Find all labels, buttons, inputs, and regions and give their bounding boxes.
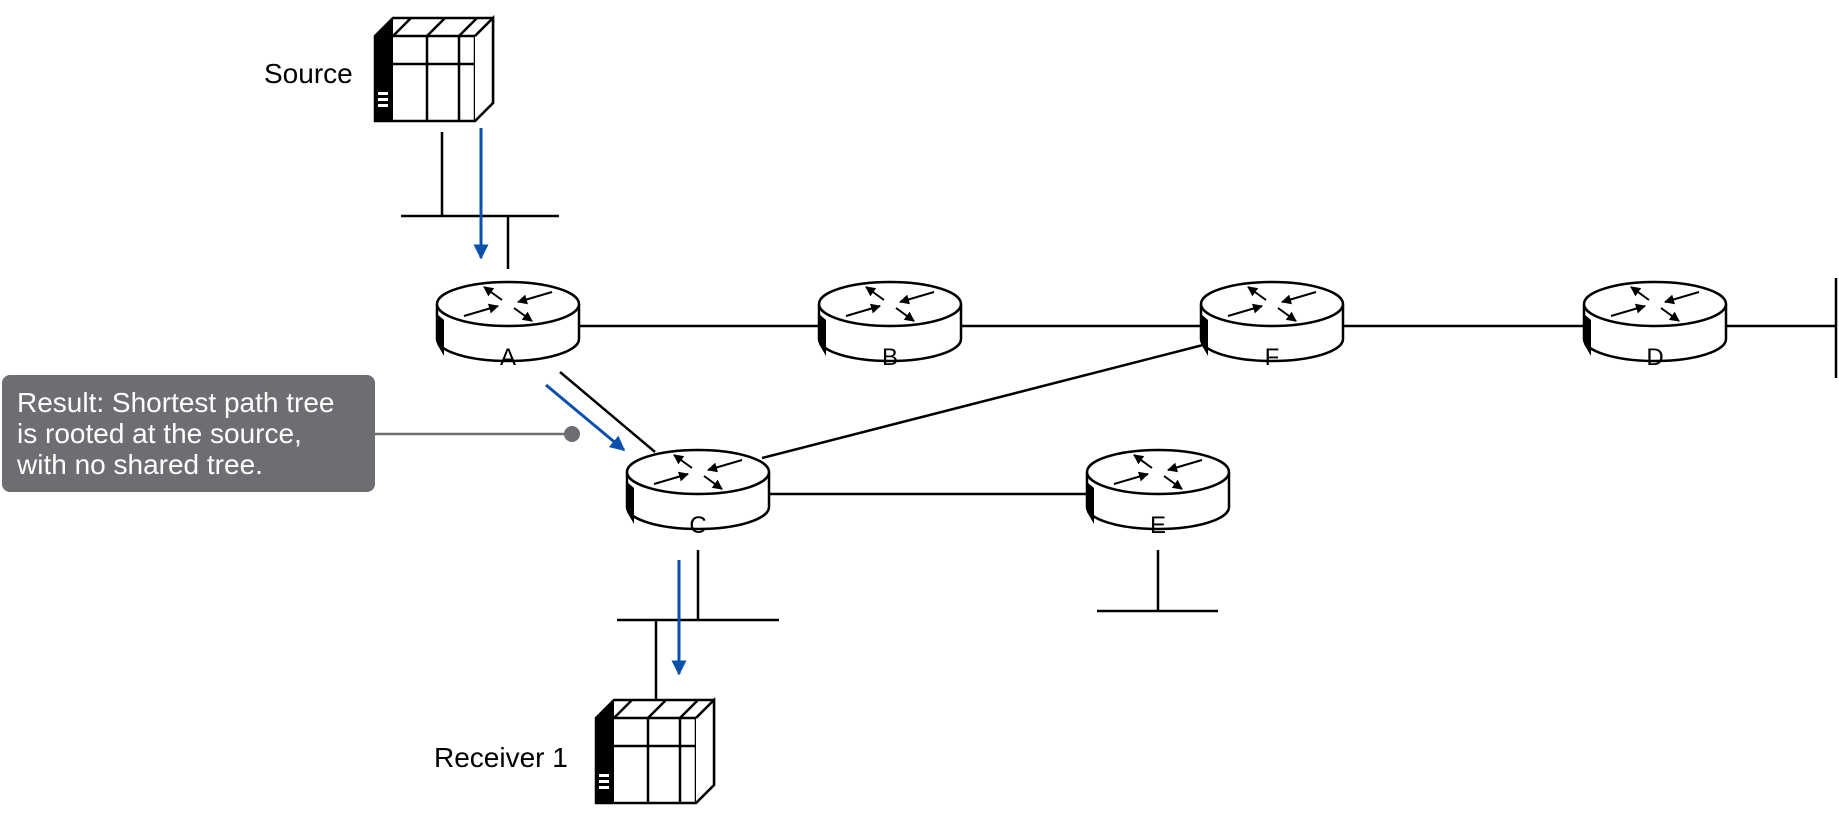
router-b: B [819,282,961,371]
server-icon [373,16,495,123]
router-d: D [1584,282,1726,371]
router-d-label: D [1646,344,1663,371]
source-label: Source [264,58,353,89]
links [375,132,1838,704]
callout-leader-dot [564,426,580,442]
traffic-arrows [473,128,687,676]
link-a-c [559,371,656,453]
source-host [373,16,495,123]
receiver-label: Receiver 1 [434,742,568,773]
link-c-f [761,343,1204,460]
router-b-label: B [882,344,898,371]
router-e: E [1087,450,1229,539]
router-f: F [1201,282,1343,371]
router-f-label: F [1265,344,1280,371]
callout-line-1: Result: Shortest path tree [17,387,335,418]
traffic-arrow-a-to-c [545,383,626,452]
router-e-label: E [1150,512,1166,539]
router-c: C [627,450,769,539]
router-c-label: C [689,512,706,539]
callout-line-2: is rooted at the source, [17,418,302,449]
server-icon [594,698,716,805]
receiver-host [594,698,716,805]
router-a: A [437,282,579,371]
callout-line-3: with no shared tree. [17,449,263,480]
router-a-label: A [500,344,516,371]
result-callout: Result: Shortest path tree is rooted at … [2,375,375,492]
